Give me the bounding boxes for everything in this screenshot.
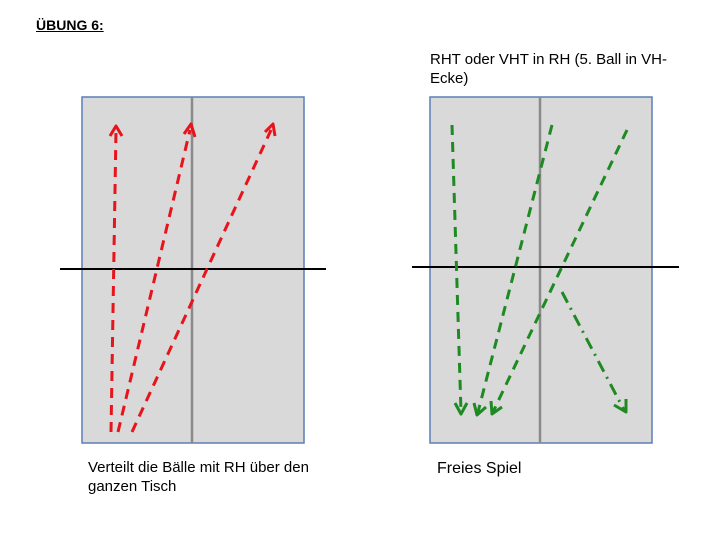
green-arrow-4-head — [613, 399, 628, 414]
green-arrow-2-head — [472, 402, 487, 417]
exercise-title: ÜBUNG 6: — [36, 17, 104, 33]
green-arrow-3-line — [491, 129, 629, 413]
red-arrow-1-head — [108, 124, 124, 137]
right-table-caption: Freies Spiel — [437, 460, 522, 477]
green-arrow-2-line — [476, 124, 554, 413]
green-arrow-4-line — [560, 291, 626, 411]
right-table-top-label: RHT oder VHT in RH (5. Ball in VH-Ecke) — [430, 51, 668, 87]
green-arrow-1-head — [453, 402, 469, 416]
red-arrow-3-head — [263, 122, 277, 137]
red-arrow-2-head — [182, 122, 197, 138]
right-arrows — [450, 124, 629, 417]
red-arrow-3-line — [130, 129, 273, 433]
red-arrow-2-line — [116, 129, 192, 433]
left-table-caption: Verteilt die Bälle mit RH über den ganze… — [88, 459, 309, 495]
green-arrow-3-head — [489, 400, 503, 416]
left-arrows — [108, 122, 277, 433]
green-arrow-1-line — [450, 124, 463, 413]
left-table — [60, 96, 326, 444]
